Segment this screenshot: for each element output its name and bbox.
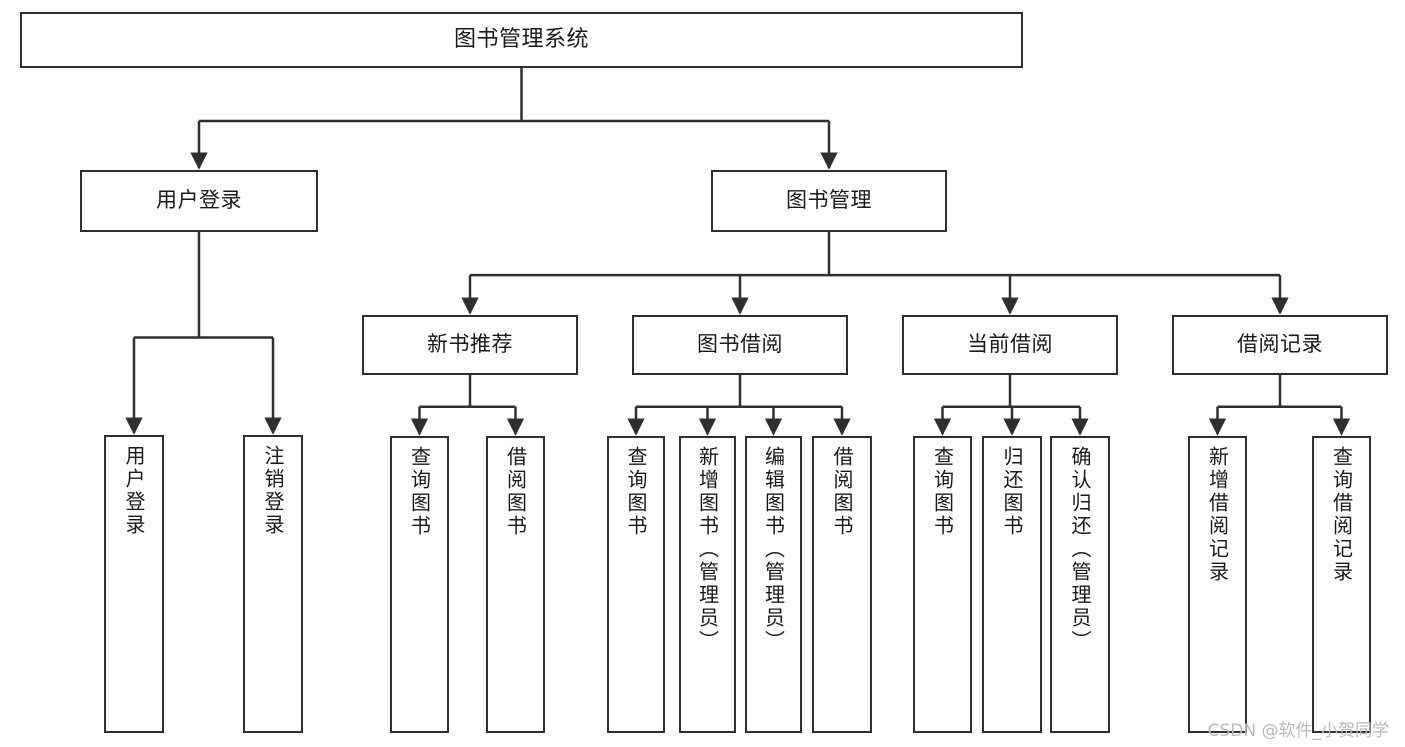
node-label: 新增借阅记录: [1205, 446, 1230, 584]
node-leaf-logout[interactable]: 注销登录: [243, 435, 303, 733]
node-label: 借阅图书: [830, 446, 854, 538]
node-label: 当前借阅: [967, 332, 1053, 357]
node-leaf-query-book-2[interactable]: 查询图书: [607, 436, 665, 733]
node-label: 注销登录: [261, 445, 285, 537]
node-leaf-confirm-return[interactable]: 确认归还（管理员）: [1050, 436, 1110, 733]
node-label: 新书推荐: [427, 332, 513, 357]
node-borrow-record[interactable]: 借阅记录: [1172, 315, 1388, 375]
node-label: 借阅图书: [503, 446, 528, 538]
node-book-borrow[interactable]: 图书借阅: [632, 315, 848, 375]
node-label: 查询借阅记录: [1329, 446, 1354, 584]
node-current-borrow[interactable]: 当前借阅: [902, 315, 1118, 375]
node-label: 确认归还（管理员）: [1068, 446, 1092, 653]
node-leaf-borrow-book-2[interactable]: 借阅图书: [812, 436, 872, 733]
node-leaf-add-record[interactable]: 新增借阅记录: [1188, 436, 1247, 733]
node-leaf-edit-book[interactable]: 编辑图书（管理员）: [745, 436, 802, 733]
node-book-manage[interactable]: 图书管理: [711, 170, 947, 232]
node-label: 编辑图书（管理员）: [761, 446, 786, 653]
node-leaf-query-book-3[interactable]: 查询图书: [913, 436, 972, 733]
node-leaf-borrow-book-1[interactable]: 借阅图书: [486, 436, 545, 733]
node-leaf-query-book-1[interactable]: 查询图书: [390, 436, 449, 733]
node-new-book-recommend[interactable]: 新书推荐: [362, 315, 578, 375]
node-label: 用户登录: [122, 445, 146, 537]
node-leaf-query-record[interactable]: 查询借阅记录: [1312, 436, 1371, 733]
node-label: 归还图书: [1000, 446, 1024, 538]
node-label: 新增图书（管理员）: [695, 446, 720, 653]
node-label: 查询图书: [624, 446, 648, 538]
node-root[interactable]: 图书管理系统: [20, 12, 1023, 68]
node-leaf-return-book[interactable]: 归还图书: [982, 436, 1042, 733]
node-leaf-add-book[interactable]: 新增图书（管理员）: [679, 436, 736, 733]
node-label: 图书管理系统: [453, 26, 589, 52]
node-label: 查询图书: [407, 446, 432, 538]
node-label: 图书借阅: [697, 332, 783, 357]
node-label: 查询图书: [930, 446, 955, 538]
node-label: 用户登录: [156, 188, 242, 213]
node-leaf-user-login[interactable]: 用户登录: [104, 435, 164, 733]
node-label: 借阅记录: [1237, 332, 1323, 357]
node-label: 图书管理: [786, 188, 872, 213]
watermark-text: CSDN @软件_小贺同学: [1207, 721, 1389, 741]
node-user-login[interactable]: 用户登录: [80, 170, 318, 232]
